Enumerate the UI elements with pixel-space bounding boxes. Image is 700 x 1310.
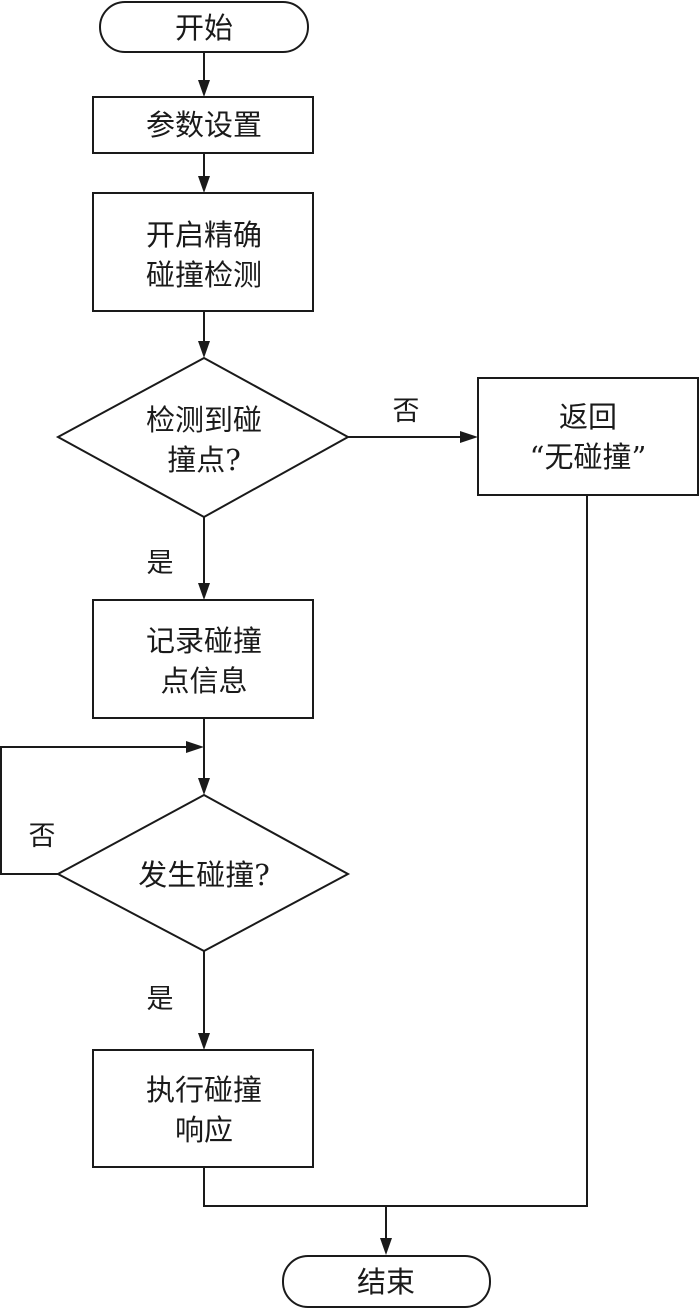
return-none-node: 返回 “无碰撞” bbox=[477, 377, 699, 496]
detect-yes-label: 是 bbox=[147, 548, 174, 579]
execute-response-label-line2: 响应 bbox=[175, 1113, 233, 1147]
arrowhead bbox=[460, 431, 478, 443]
record-info-box bbox=[92, 599, 314, 719]
edge-merge-to-end bbox=[203, 495, 588, 1255]
record-info-label-line2: 点信息 bbox=[160, 664, 247, 698]
start-node: 开始 bbox=[99, 1, 309, 53]
edge-start-to-params bbox=[198, 52, 210, 97]
edge-enable-to-detect bbox=[198, 311, 210, 358]
enable-detection-label-line1: 开启精确 bbox=[146, 218, 262, 252]
collision-no-label: 否 bbox=[29, 821, 56, 852]
end-terminal-shape bbox=[282, 1255, 491, 1308]
arrowhead bbox=[186, 741, 204, 753]
collision-occurs-label: 发生碰撞? bbox=[138, 858, 270, 892]
enable-detection-box bbox=[92, 192, 314, 312]
detect-point-node: 检测到碰 撞点? bbox=[55, 356, 351, 519]
params-box bbox=[92, 96, 314, 154]
enable-detection-label-line2: 碰撞检测 bbox=[146, 258, 262, 292]
detect-point-label-line1: 检测到碰 bbox=[146, 403, 262, 437]
arrowhead bbox=[198, 80, 210, 97]
collision-occurs-node: 发生碰撞? bbox=[55, 793, 351, 953]
edge-record-to-collision bbox=[198, 718, 210, 795]
enable-detection-node: 开启精确 碰撞检测 bbox=[92, 192, 314, 312]
return-none-label-line1: 返回 bbox=[559, 400, 617, 434]
detect-no-label: 否 bbox=[393, 396, 420, 427]
loop-connector-line bbox=[0, 746, 188, 875]
params-label: 参数设置 bbox=[146, 108, 262, 142]
execute-response-node: 执行碰撞 响应 bbox=[92, 1049, 314, 1168]
arrowhead bbox=[380, 1238, 392, 1255]
edge-collision-yes: 是 bbox=[147, 951, 210, 1050]
arrowhead bbox=[198, 1033, 210, 1050]
record-info-node: 记录碰撞 点信息 bbox=[92, 599, 314, 719]
execute-response-box bbox=[92, 1049, 314, 1168]
start-label: 开始 bbox=[175, 11, 233, 45]
edge-collision-no-loop: 否 bbox=[0, 741, 204, 875]
edge-detect-no: 否 bbox=[348, 396, 478, 443]
collision-yes-label: 是 bbox=[147, 984, 174, 1015]
end-node: 结束 bbox=[282, 1255, 491, 1308]
execute-response-label-line1: 执行碰撞 bbox=[146, 1073, 262, 1107]
end-label: 结束 bbox=[357, 1265, 415, 1299]
return-none-label-line2: “无碰撞” bbox=[530, 440, 647, 474]
detect-point-diamond bbox=[55, 356, 351, 519]
edge-params-to-enable bbox=[198, 153, 210, 193]
edge-detect-yes: 是 bbox=[147, 517, 210, 600]
merge-connector-line bbox=[203, 495, 588, 1207]
return-none-box bbox=[477, 377, 699, 496]
record-info-label-line1: 记录碰撞 bbox=[146, 624, 262, 658]
arrowhead bbox=[198, 778, 210, 795]
params-node: 参数设置 bbox=[92, 96, 314, 154]
arrowhead bbox=[198, 341, 210, 358]
detect-point-label-line2: 撞点? bbox=[167, 443, 241, 477]
arrowhead bbox=[198, 583, 210, 600]
arrowhead bbox=[198, 176, 210, 193]
